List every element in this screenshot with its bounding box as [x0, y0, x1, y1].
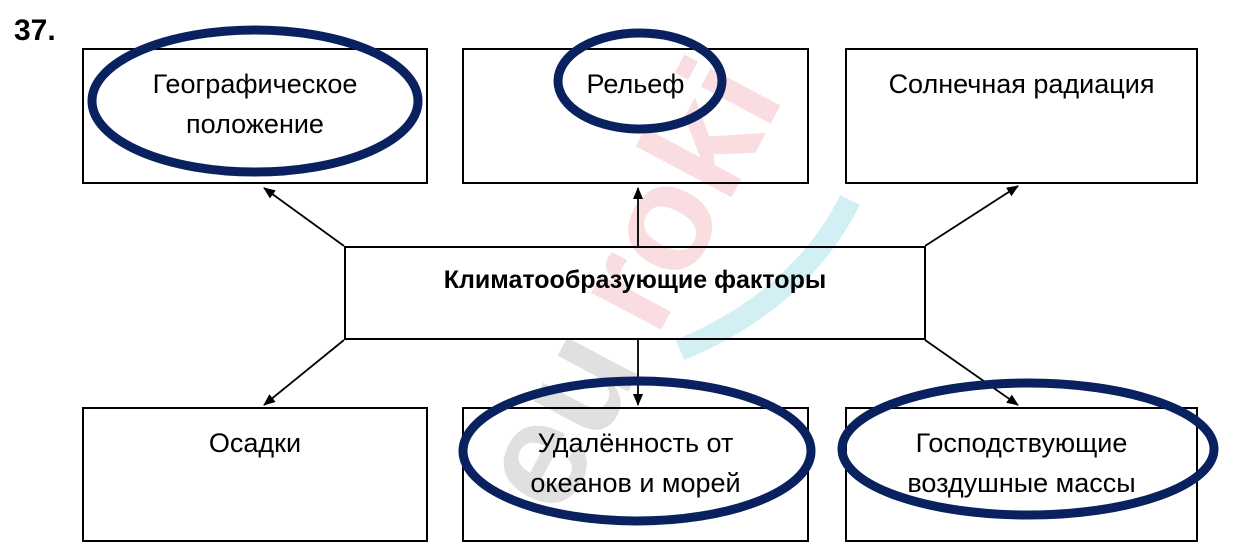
highlight-ellipse [837, 378, 1219, 520]
highlight-ellipse [553, 28, 727, 134]
highlight-ellipse [458, 376, 816, 526]
box-precipitation: Осадки [82, 407, 428, 542]
arrow-to-geographic [263, 187, 345, 247]
arrow-to-precipitation [263, 339, 345, 406]
box-relief: Рельеф [462, 48, 809, 184]
box-air-masses: Господствующие воздушные массы [845, 407, 1198, 542]
box-solar-radiation: Солнечная радиация [845, 48, 1198, 184]
box-climate-factors: Климатообразующие факторы [344, 246, 926, 340]
task-number: 37. [14, 14, 56, 47]
highlight-ellipse [87, 25, 423, 177]
box-ocean-distance: Удалённость от океанов и морей [462, 407, 809, 542]
arrow-to-air-masses [924, 339, 1019, 406]
box-geographic-position: Географическое положение [82, 48, 428, 184]
arrow-to-solar [924, 185, 1019, 247]
